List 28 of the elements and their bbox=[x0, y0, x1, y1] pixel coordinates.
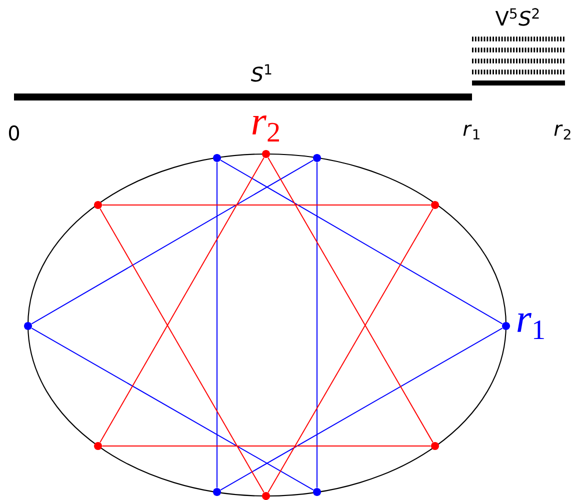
dot bbox=[313, 488, 321, 496]
line bbox=[31, 160, 314, 324]
line bbox=[316, 162, 318, 488]
dot bbox=[431, 442, 439, 450]
dot bbox=[94, 442, 102, 450]
dot bbox=[213, 154, 221, 162]
line bbox=[102, 204, 432, 206]
dot bbox=[313, 154, 321, 162]
axis-label: r$_{2}$ bbox=[554, 124, 570, 140]
axis-label: r$_{1}$ bbox=[463, 124, 480, 140]
dot bbox=[213, 488, 221, 496]
axis-label: V$^{5}$S$^{2}$ bbox=[495, 8, 539, 26]
dot bbox=[262, 492, 270, 500]
vertex-label: r$_{2}$ bbox=[252, 116, 279, 142]
line bbox=[220, 160, 503, 324]
line bbox=[220, 328, 503, 490]
line bbox=[100, 157, 264, 443]
axis-label: 0 bbox=[8, 125, 20, 141]
line bbox=[216, 162, 218, 488]
line bbox=[268, 157, 434, 443]
dot bbox=[94, 201, 102, 209]
line bbox=[268, 208, 434, 493]
line bbox=[100, 208, 264, 493]
axis-label: S$^{1}$ bbox=[251, 64, 272, 82]
dot bbox=[24, 322, 32, 330]
dot bbox=[431, 201, 439, 209]
vertex-label: r$_{1}$ bbox=[518, 313, 544, 339]
line bbox=[31, 328, 314, 490]
